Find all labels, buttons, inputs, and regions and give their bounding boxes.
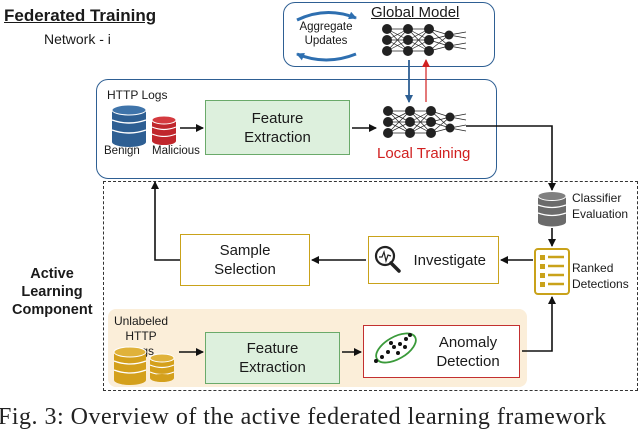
unlabeled-database-icon-large <box>113 346 147 385</box>
arrow-training-to-evaluation <box>466 125 556 191</box>
anomaly-cluster-icon <box>374 332 417 364</box>
global-model-box <box>283 2 495 67</box>
global-model-title: Global Model <box>371 4 460 21</box>
arrow-selection-to-training <box>151 181 180 261</box>
malicious-database-icon <box>151 115 177 145</box>
refresh-cycle-icon <box>296 11 357 62</box>
classifier-evaluation-label: Classifier Evaluation <box>572 191 629 221</box>
anomaly-detection-label: Anomaly Detection <box>436 334 500 370</box>
local-training-box <box>96 79 497 179</box>
feature-extraction-box-bottom: Feature Extraction <box>205 332 340 384</box>
local-training-label: Local Training <box>377 145 471 162</box>
malicious-label: Malicious <box>152 145 200 157</box>
benign-label: Benign <box>104 145 140 157</box>
aggregate-updates-label: Aggregate Updates <box>299 21 353 47</box>
figure-caption: Fig. 3: Overview of the active federated… <box>0 404 607 430</box>
ranked-detections-label: Ranked Detections <box>572 261 629 291</box>
unlabeled-database-icon-small <box>149 353 175 382</box>
benign-database-icon <box>111 104 147 147</box>
magnifier-icon <box>374 245 401 273</box>
ranked-list-icon <box>534 248 570 295</box>
global-network-icon <box>382 24 467 56</box>
sample-selection-box: Sample Selection <box>180 234 310 286</box>
http-logs-label: HTTP Logs <box>107 88 168 102</box>
local-network-icon <box>383 106 467 138</box>
arrow-anomaly-to-ranked <box>522 296 556 352</box>
diagram-title: Federated Training <box>4 6 157 25</box>
active-learning-box <box>103 181 638 391</box>
network-subtitle: Network - i <box>44 31 111 47</box>
classifier-database-icon <box>537 191 567 227</box>
feature-extraction-box-top: Feature Extraction <box>205 100 350 155</box>
active-learning-label: Active Learning Component <box>12 266 93 318</box>
